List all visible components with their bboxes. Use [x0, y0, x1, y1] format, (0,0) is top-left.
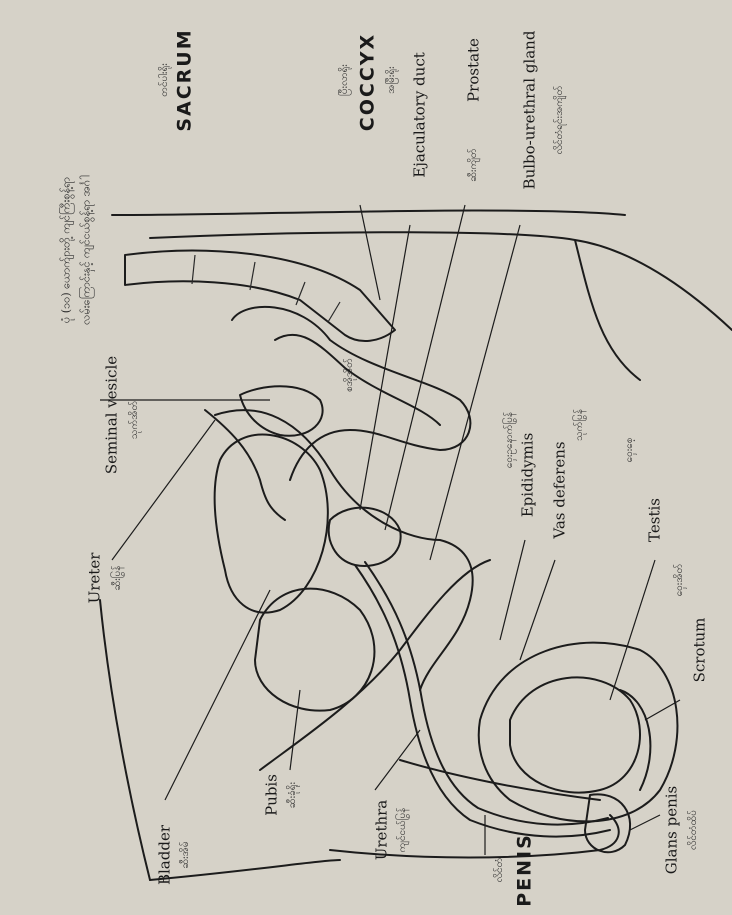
seminal-vesicle-label: Seminal vesicle — [105, 356, 120, 474]
coccyx-mm-label-2: အမြီးရိုး — [387, 66, 397, 93]
glans-mm-label: လိင်တံထိပ် — [689, 810, 699, 850]
bulbo-urethral-gland-label: Bulbo-urethral gland — [523, 31, 538, 190]
testis-mm-label: ဝှေးစေ့ — [625, 438, 635, 463]
sacrum-mm-label: တင်ပါးရိုး — [160, 63, 170, 97]
epididymis-label: Epididymis — [521, 433, 536, 518]
vas-mm-label: သုက်ပြွန် — [575, 409, 585, 441]
prostate-label: Prostate — [467, 38, 482, 102]
pubis-label: Pubis — [265, 774, 280, 816]
glans-penis-label: Glans penis — [665, 786, 680, 874]
pubis-mm-label: ဆီးခုံရိုး — [288, 782, 298, 808]
seminal-vesicle-mm-label: သုက်အိတ် — [130, 401, 140, 439]
testis-label: Testis — [648, 498, 663, 542]
ejaculatory-duct-label: Ejaculatory duct — [413, 52, 428, 178]
figure-caption-line-1: ပုံ (၁၀) ယောက်ျားတို့ ကျင်ကြီးစွန့်ရာ — [61, 177, 72, 323]
figure-caption-line-2: လမ်းကြောင်းနှင့် ကျင်ငယ်စွန့်ရာ အင်္ဂါ — [81, 175, 92, 325]
rectum-mm-label: စအိုအိတ် — [345, 358, 355, 392]
bladder-label: Bladder — [158, 825, 173, 885]
ureter-label: Ureter — [88, 553, 103, 604]
sacrum-label: SACRUM — [176, 28, 195, 131]
bladder-mm-label: ဆီးအိမ် — [181, 841, 191, 868]
scrotum-label: Scrotum — [693, 618, 708, 683]
ureter-mm-label: ဆီးပြွန် — [113, 566, 123, 591]
urethra-label: Urethra — [375, 800, 390, 861]
penis-label: PENIS — [516, 833, 535, 907]
coccyx-label: COCCYX — [359, 33, 378, 131]
coccyx-mm-label-1: ပြီးလာရိုး — [340, 64, 350, 96]
urethra-mm-label: ကျင်ငယ်ပြွန် — [398, 808, 408, 853]
scrotum-mm-label: ဝှေးအိတ် — [675, 564, 685, 597]
penis-mm-label: လိင်တံ — [495, 858, 505, 883]
vas-deferens-label: Vas deferens — [553, 441, 568, 538]
prostate-mm-label: ဆီးကျိတ် — [469, 148, 479, 181]
epididymis-mm-top-label: ဝှေးဥနောက်ပြွန် — [505, 412, 515, 468]
bulbo-mm-label: လိင်တံရင်းအကျိတ် — [555, 86, 565, 155]
